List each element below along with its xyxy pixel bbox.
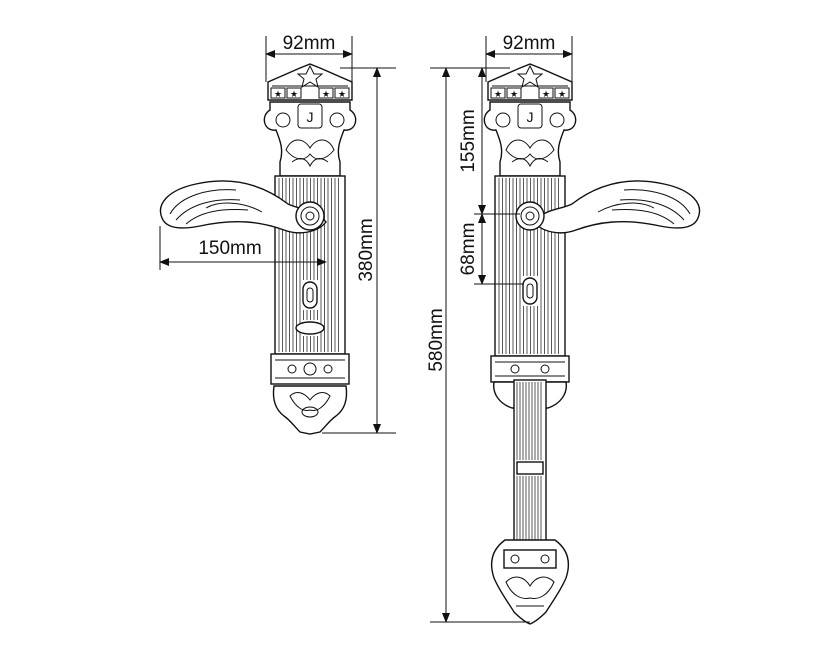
dimension-left-width: 92mm [265, 33, 353, 82]
left-width-label: 92mm [283, 33, 336, 54]
right-crown: ★ ★ ★ ★ [487, 63, 573, 101]
svg-text:★: ★ [274, 89, 282, 99]
dimension-right-height: 580mm [426, 67, 530, 623]
svg-text:★: ★ [494, 89, 502, 99]
svg-text:★: ★ [290, 89, 298, 99]
svg-text:★: ★ [558, 89, 566, 99]
left-base [270, 353, 350, 435]
lever-length-label: 150mm [198, 238, 261, 259]
left-lever [159, 180, 327, 234]
right-capital: J [483, 101, 577, 177]
right-handle: ★ ★ ★ ★ J [483, 63, 701, 625]
lever-to-keyhole-label: 68mm [458, 223, 479, 276]
dimension-lever-to-keyhole: 68mm [458, 213, 524, 285]
left-keyholes [295, 281, 325, 335]
right-foot [490, 539, 570, 625]
right-crown-letter: J [527, 109, 534, 125]
dimension-lever-length: 150mm [159, 226, 327, 270]
svg-text:★: ★ [322, 89, 330, 99]
top-to-lever-label: 155mm [458, 109, 479, 172]
right-lower-shaft [513, 379, 547, 553]
left-crown-letter: J [307, 109, 314, 125]
left-crown: ★ ★ ★ ★ [267, 63, 353, 101]
left-capital: J [263, 101, 357, 177]
svg-text:★: ★ [542, 89, 550, 99]
svg-text:★: ★ [510, 89, 518, 99]
right-crown-stars: ★ ★ ★ ★ [490, 87, 570, 99]
right-keyhole [522, 277, 538, 305]
dimension-left-height: 380mm [322, 67, 396, 434]
dimension-right-width: 92mm [485, 33, 573, 82]
left-height-label: 380mm [356, 218, 377, 281]
right-width-label: 92mm [503, 33, 556, 54]
right-lever [515, 180, 701, 234]
left-crown-stars: ★ ★ ★ ★ [270, 87, 350, 99]
dimension-top-to-lever: 155mm [430, 67, 520, 215]
right-height-label: 580mm [426, 308, 447, 371]
svg-text:★: ★ [338, 89, 346, 99]
